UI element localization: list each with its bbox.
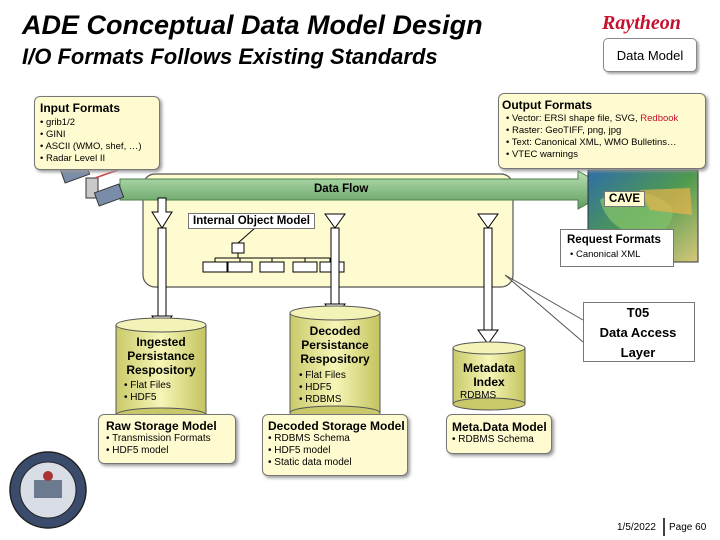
request-formats-list: Canonical XML: [570, 249, 640, 261]
ingested-repository-label: Ingested Persistance Respository: [126, 335, 196, 377]
raw-storage-model-title: Raw Storage Model: [106, 419, 217, 433]
list-item: HDF5: [299, 382, 346, 394]
list-item: grib1/2: [40, 117, 142, 129]
list-item: Raster: GeoTIFF, png, jpg: [506, 125, 678, 137]
list-item: Text: Canonical XML, WMO Bulletins…: [506, 137, 678, 149]
metadata-model-title: Meta.Data Model: [452, 420, 547, 434]
cave-label: CAVE: [604, 191, 646, 207]
raw-storage-model-list: Transmission Formats HDF5 model: [106, 433, 211, 457]
redbook-text: Redbook: [640, 113, 679, 124]
list-item: HDF5 model: [106, 445, 211, 457]
list-item: RDBMS: [299, 394, 346, 406]
input-formats-list: grib1/2 GINI ASCII (WMO, shef, …) Radar …: [40, 117, 142, 165]
list-item: ASCII (WMO, shef, …): [40, 141, 141, 153]
footer-page-number: Page 60: [669, 522, 707, 533]
satellite-image: [59, 160, 125, 207]
data-model-badge: Data Model: [603, 38, 697, 72]
decoded-repository-list: Flat Files HDF5 RDBMS: [299, 370, 346, 406]
list-item: Vector: ERSI shape file, SVG, Redbook: [506, 113, 678, 125]
metadata-model-list: RDBMS Schema: [452, 434, 534, 446]
metadata-index-label: Metadata Index: [462, 361, 515, 389]
page-subtitle: I/O Formats Follows Existing Standards: [22, 44, 438, 69]
data-flow-label: Data Flow: [314, 183, 369, 195]
list-item: RDBMS Schema: [268, 433, 352, 445]
list-item: Flat Files: [299, 370, 346, 382]
decoded-repository-label: Decoded Persistance Respository: [300, 324, 370, 366]
output-formats-title: Output Formats: [502, 98, 592, 112]
list-item: HDF5 model: [268, 445, 352, 457]
footer-date: 1/5/2022: [617, 522, 656, 533]
agency-seal-logo: [9, 451, 87, 529]
t05-line: T05: [626, 305, 650, 320]
t05-line: Data Access: [599, 325, 677, 340]
list-item: Radar Level II: [40, 153, 142, 165]
request-formats-title: Request Formats: [567, 234, 661, 246]
list-item: RDBMS Schema: [452, 434, 534, 446]
output-formats-list: Vector: ERSI shape file, SVG, Redbook Ra…: [506, 113, 679, 161]
t05-callout-text: T05 Data Access Layer: [583, 303, 693, 363]
ingested-repository-list: Flat Files HDF5: [124, 380, 171, 404]
metadata-flow-arrow: [477, 213, 499, 345]
page-title: ADE Conceptual Data Model Design: [22, 10, 483, 40]
list-item: VTEC warnings: [506, 149, 678, 161]
list-item: GINI: [40, 129, 142, 141]
list-item: Static data model: [268, 457, 351, 469]
metadata-index-list: RDBMS: [460, 390, 496, 401]
processing-container: [142, 173, 514, 288]
metadata-index-cylinder: [452, 341, 526, 411]
decoded-storage-model-list: RDBMS Schema HDF5 model Static data mode…: [268, 433, 352, 469]
decoded-storage-model-title: Decoded Storage Model: [268, 419, 405, 433]
list-item: Canonical XML: [570, 249, 640, 261]
list-item: HDF5: [124, 392, 171, 404]
vector-formats-text: Vector: ERSI shape file, SVG,: [511, 113, 641, 124]
internal-object-model-label: Internal Object Model: [188, 213, 315, 229]
list-item: Transmission Formats: [106, 433, 211, 445]
data-model-badge-label: Data Model: [616, 47, 684, 63]
t05-callout: [583, 302, 695, 362]
input-formats-title: Input Formats: [40, 101, 120, 115]
t05-line: Layer: [620, 345, 656, 360]
raytheon-logo: Raytheon: [602, 12, 681, 34]
list-item: RDBMS: [460, 390, 497, 401]
list-item: Flat Files: [124, 380, 171, 392]
